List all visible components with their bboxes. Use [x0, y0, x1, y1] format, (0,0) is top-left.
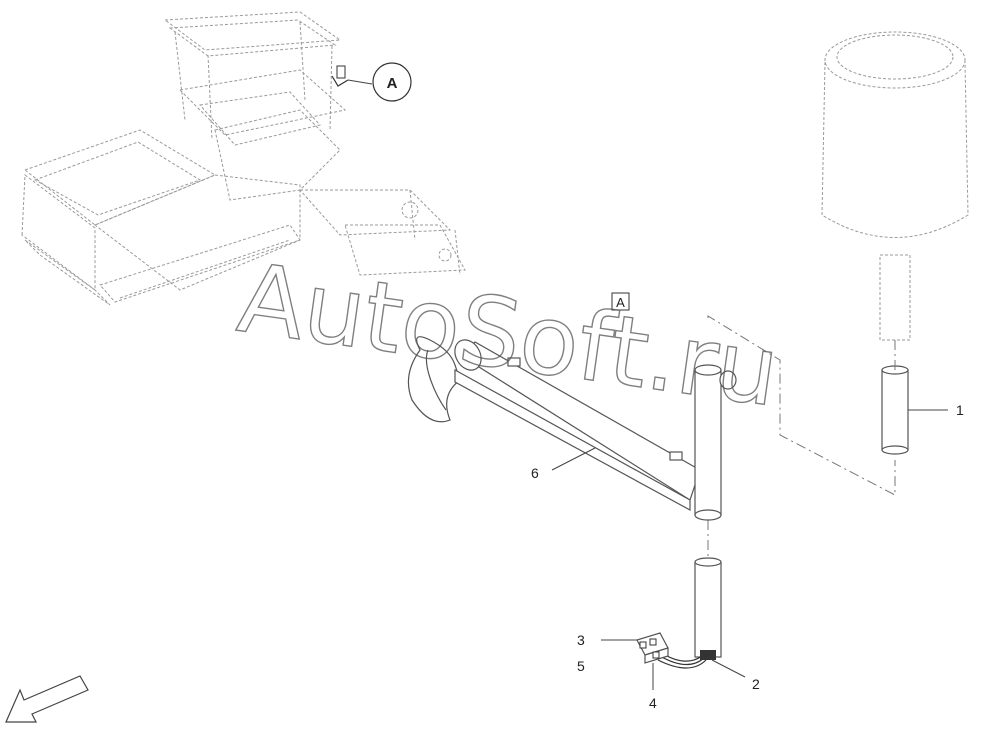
- lower-tube-with-cable: [657, 557, 722, 669]
- detail-a-box: A: [611, 292, 630, 311]
- center-lines: [707, 315, 896, 560]
- detail-a-callout: A: [347, 62, 412, 102]
- bracket-arm: [407, 336, 737, 521]
- detail-callout-label: A: [387, 75, 398, 92]
- connector-plug: [636, 632, 669, 664]
- lamp-tube: [881, 365, 909, 455]
- callout-2: 2: [752, 676, 760, 692]
- callout-4: 4: [649, 695, 657, 711]
- callout-3: 3: [577, 632, 585, 648]
- callout-5: 5: [577, 658, 585, 674]
- machine-overview: [21, 11, 466, 306]
- callout-numbers: 1 2 3 4 5 6: [531, 402, 964, 711]
- detail-box-label: A: [616, 295, 625, 310]
- callout-1: 1: [956, 402, 964, 418]
- beacon-lamp-ghost: [821, 31, 969, 341]
- leader-lines: [551, 409, 948, 690]
- direction-arrow-icon: [5, 675, 89, 723]
- callout-6: 6: [531, 465, 539, 481]
